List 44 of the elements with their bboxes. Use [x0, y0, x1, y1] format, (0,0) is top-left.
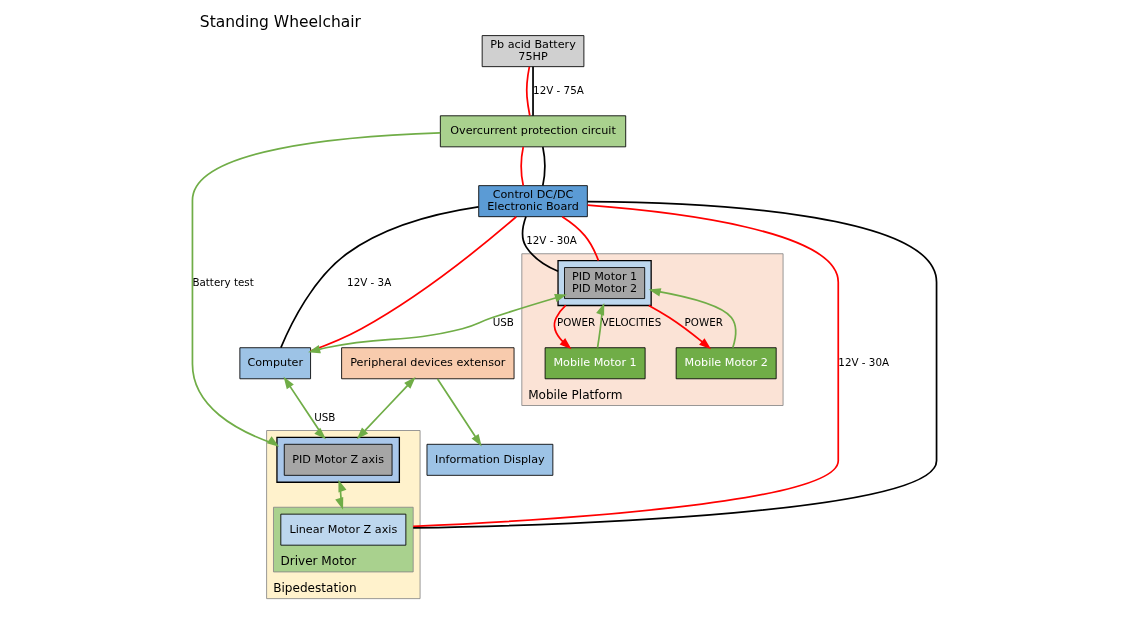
- node-box: PID Motor Z axis: [283, 443, 393, 476]
- arrow: [191, 131, 442, 447]
- edge-label: USB: [314, 410, 336, 423]
- arrow: [283, 376, 326, 440]
- node-box: PID Motor 1 PID Motor 2: [564, 267, 646, 299]
- edge-label: 12V - 30A: [526, 233, 577, 246]
- edge-label: POWER: [557, 315, 596, 328]
- connector: [412, 200, 938, 529]
- node-box: Control DC/DC Electronic Board: [478, 185, 588, 218]
- node-box: Information Display: [426, 443, 554, 476]
- node-box: Mobile Motor 1: [544, 347, 646, 380]
- arrow: [647, 304, 712, 350]
- connector: [521, 215, 559, 273]
- edge-label: Battery test: [192, 275, 254, 288]
- arrow: [356, 377, 416, 440]
- arrow: [335, 479, 347, 510]
- edge-label: VELOCITIES: [601, 315, 662, 328]
- connector: [561, 215, 600, 262]
- arrow: [596, 303, 605, 349]
- connector: [532, 65, 534, 117]
- node-box: Overcurrent protection circuit: [439, 115, 627, 148]
- diagram-title: Standing Wheelchair: [199, 13, 361, 32]
- edge-label: 12V - 30A: [838, 355, 890, 368]
- node-box: Linear Motor Z axis: [280, 513, 407, 546]
- connector: [541, 146, 546, 187]
- cluster: [276, 436, 401, 483]
- edge-label: POWER: [684, 315, 723, 328]
- edge-label: USB: [492, 315, 514, 328]
- connector: [280, 206, 480, 349]
- connector: [412, 204, 840, 528]
- connector: [520, 146, 525, 187]
- edge-label: 12V - 75A: [533, 83, 584, 96]
- cluster: [557, 260, 652, 307]
- arrow: [648, 288, 737, 349]
- arrow: [308, 293, 567, 354]
- node-box: Computer: [239, 347, 311, 380]
- connector: [525, 66, 531, 117]
- node-box: Mobile Motor 2: [675, 347, 777, 380]
- connector: [309, 215, 518, 352]
- node-box: Peripheral devices extensor: [341, 347, 515, 380]
- arrow: [436, 378, 482, 447]
- arrow: [553, 304, 572, 350]
- edge-label: 12V - 3A: [347, 275, 392, 288]
- node-box: Pb acid Battery 75HP: [481, 35, 585, 68]
